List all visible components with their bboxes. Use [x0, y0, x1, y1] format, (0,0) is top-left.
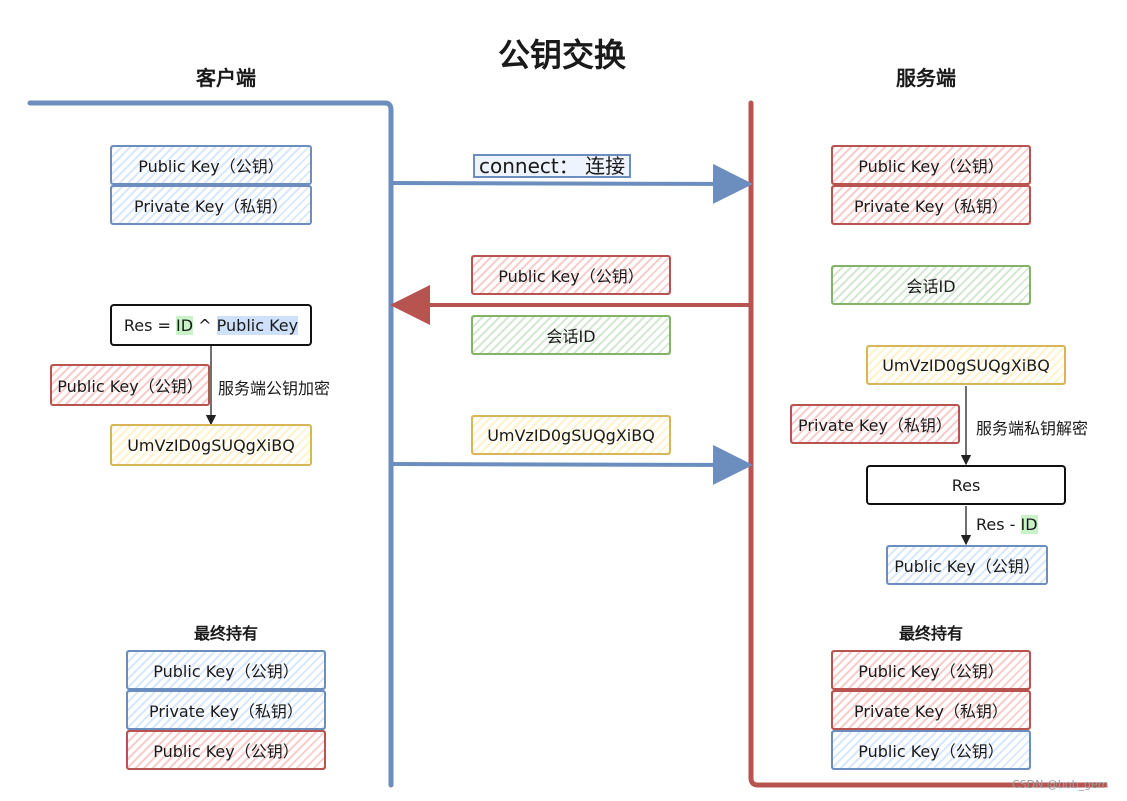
res-op: ^ [193, 315, 217, 335]
client-encrypt-label: 服务端公钥加密 [218, 379, 331, 398]
client-final-key-3: Public Key（公钥） [126, 730, 326, 770]
connect-label: connect： 连接 [473, 154, 632, 178]
server-session-id: 会话ID [831, 265, 1031, 305]
middle-session-id: 会话ID [471, 315, 671, 355]
res-minus-prefix: Res - [976, 515, 1021, 534]
client-heading: 客户端 [196, 66, 256, 90]
watermark: CSDN @bob_gem [1012, 778, 1109, 791]
page-title: 公钥交换 [497, 36, 626, 74]
client-lane-line [27, 100, 394, 788]
server-ciphertext: UmVzID0gSUQgXiBQ [866, 345, 1066, 385]
server-recovered-pubkey: Public Key（公钥） [886, 545, 1048, 585]
server-res-minus: Res - ID [976, 515, 1038, 534]
res-minus-id: ID [1020, 515, 1038, 534]
client-private-key: Private Key（私钥） [110, 185, 312, 225]
client-server-pubkey: Public Key（公钥） [50, 364, 210, 406]
client-ciphertext: UmVzID0gSUQgXiBQ [110, 424, 312, 466]
client-final-heading: 最终持有 [193, 624, 258, 643]
server-private-key-use: Private Key（私钥） [790, 404, 960, 444]
server-final-key-2: Private Key（私钥） [831, 690, 1031, 730]
client-res-formula: Res = ID ^ Public Key [110, 304, 312, 346]
middle-ciphertext: UmVzID0gSUQgXiBQ [471, 415, 671, 455]
connect-arrow [390, 163, 753, 204]
ciphertext-arrow [390, 444, 753, 485]
server-final-key-3: Public Key（公钥） [831, 730, 1031, 770]
middle-server-pubkey: Public Key（公钥） [471, 255, 671, 295]
client-final-key-1: Public Key（公钥） [126, 650, 326, 690]
server-final-heading: 最终持有 [898, 624, 963, 643]
server-res: Res [866, 465, 1066, 505]
server-lane-line [748, 100, 1108, 788]
client-final-key-2: Private Key（私钥） [126, 690, 326, 730]
res-pubkey: Public Key [216, 315, 299, 335]
res-id: ID [176, 315, 194, 335]
server-decrypt-label: 服务端私钥解密 [976, 419, 1089, 438]
server-private-key: Private Key（私钥） [831, 185, 1031, 225]
client-public-key: Public Key（公钥） [110, 145, 312, 185]
res-prefix: Res = [123, 315, 177, 335]
server-heading: 服务端 [896, 66, 956, 90]
server-public-key: Public Key（公钥） [831, 145, 1031, 185]
server-final-key-1: Public Key（公钥） [831, 650, 1031, 690]
